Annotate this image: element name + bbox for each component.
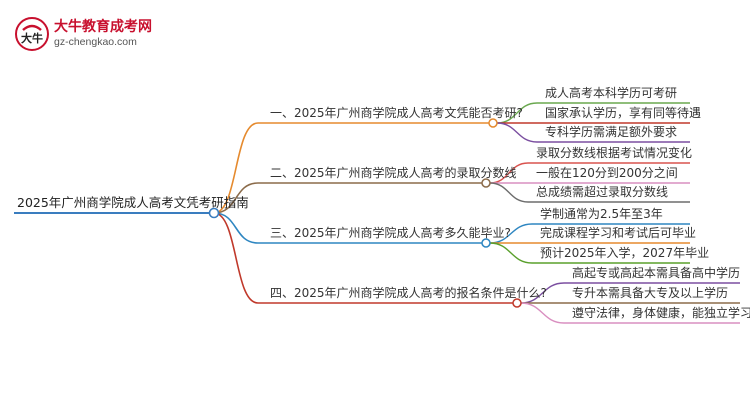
branch-connector [213, 182, 259, 214]
branch-node-label: 三、2025年广州商学院成人高考多久能毕业? [270, 226, 511, 240]
leaf-node-label: 专升本需具备大专及以上学历 [572, 286, 729, 300]
leaf-connector [520, 302, 565, 324]
leaf-connector [496, 122, 538, 143]
branch-connector [213, 122, 259, 214]
branch-node-dot [481, 238, 491, 248]
logo-mark-icon: 大牛 [15, 17, 49, 51]
leaf-node-label: 成人高考本科学历可考研 [545, 86, 678, 100]
leaf-connector [489, 242, 533, 264]
leaf-node-label: 学制通常为2.5年至3年 [540, 207, 663, 221]
branch-connector [213, 212, 259, 304]
branch-node-dot [512, 298, 522, 308]
branch-node-label: 四、2025年广州商学院成人高考的报名条件是什么? [270, 286, 547, 300]
leaf-node-label: 国家承认学历，享有同等待遇 [545, 106, 702, 120]
svg-text:大牛: 大牛 [21, 31, 43, 45]
root-node-dot [208, 207, 220, 219]
leaf-connector [489, 182, 529, 203]
branch-node-dot [481, 178, 491, 188]
branch-node-dot [488, 118, 498, 128]
leaf-node-label: 高起专或高起本需具备高中学历 [572, 266, 741, 280]
branch-node-label: 一、2025年广州商学院成人高考文凭能否考研? [270, 106, 523, 120]
site-logo[interactable]: 大牛 大牛教育成考网 gz-chengkao.com [14, 14, 164, 54]
branch-connector [213, 212, 259, 244]
root-node-label: 2025年广州商学院成人高考文凭考研指南 [17, 195, 249, 210]
logo-url: gz-chengkao.com [54, 36, 137, 48]
logo-name: 大牛教育成考网 [54, 19, 152, 35]
leaf-node-label: 完成课程学习和考试后可毕业 [540, 226, 697, 240]
leaf-node-label: 遵守法律，身体健康，能独立学习 [572, 306, 750, 320]
leaf-node-label: 录取分数线根据考试情况变化 [536, 146, 693, 160]
leaf-node-label: 总成绩需超过录取分数线 [536, 185, 669, 199]
leaf-node-label: 一般在120分到200分之间 [536, 166, 678, 180]
leaf-node-label: 预计2025年入学，2027年毕业 [540, 246, 710, 260]
leaf-node-label: 专科学历需满足额外要求 [545, 125, 678, 139]
branch-node-label: 二、2025年广州商学院成人高考的录取分数线 [270, 166, 517, 180]
